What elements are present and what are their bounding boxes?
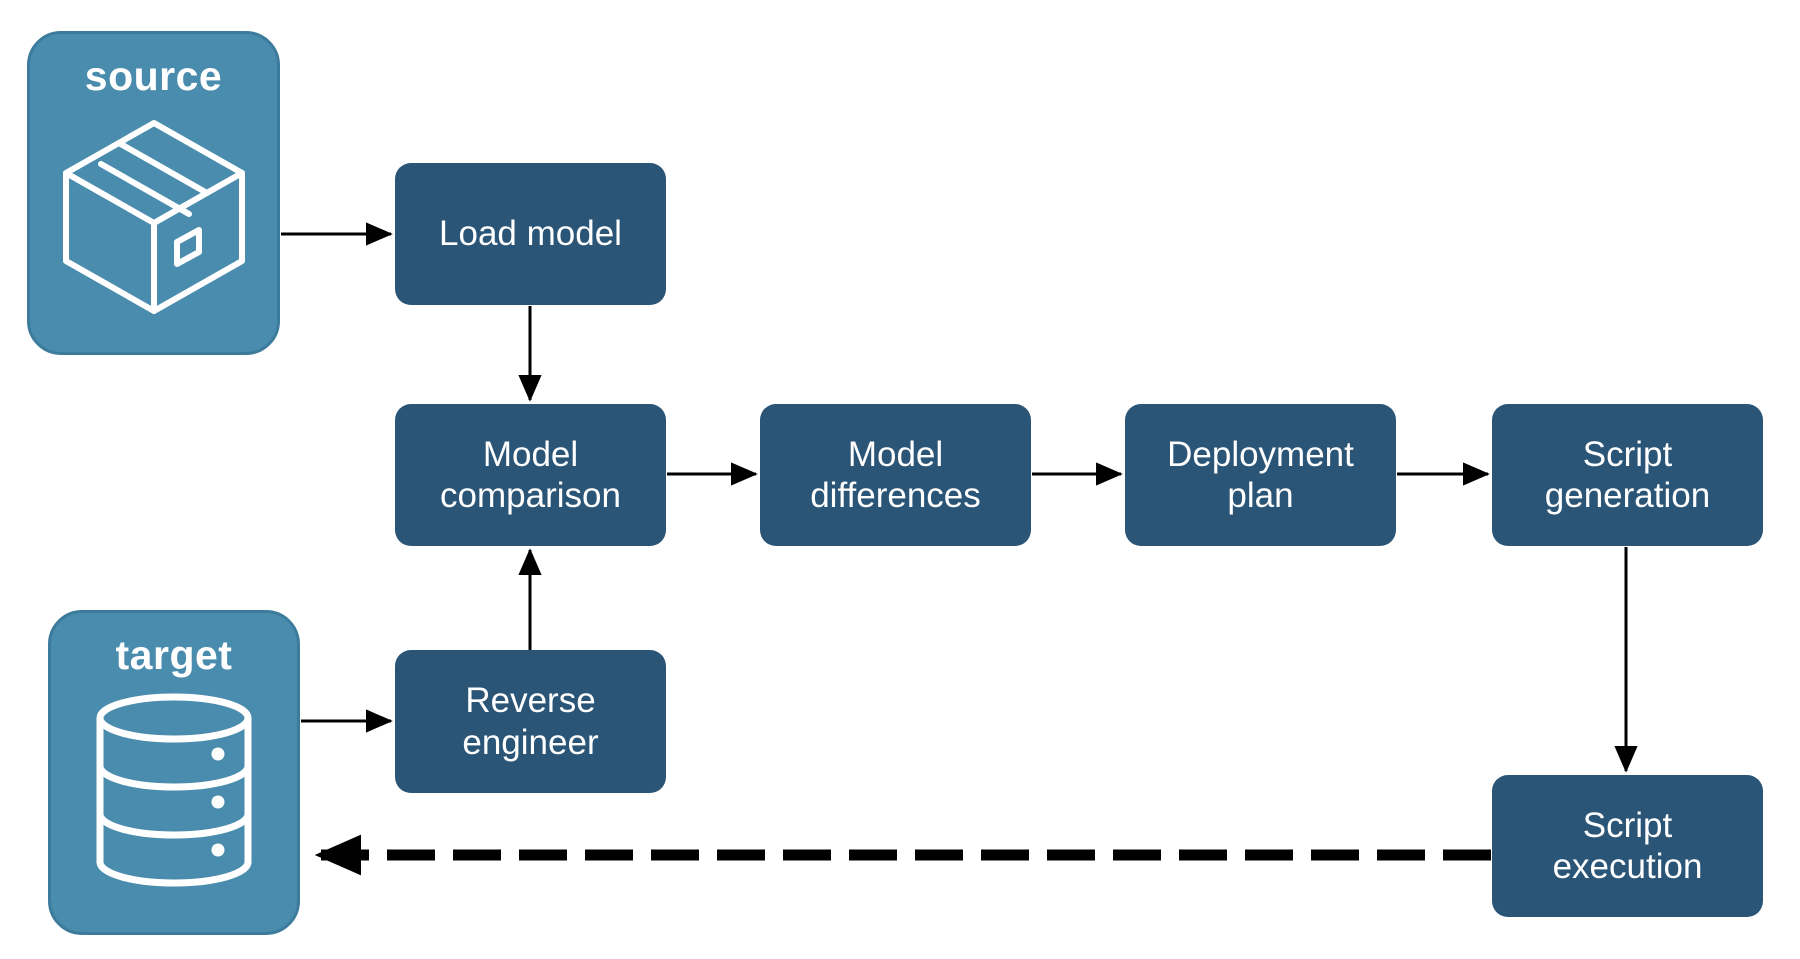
endpoint-label-target: target xyxy=(115,632,233,678)
process-line: Model xyxy=(482,434,579,474)
process-label-script-generation: Script generation xyxy=(1545,434,1710,517)
process-line: Script xyxy=(1582,805,1673,845)
process-node-load-model[interactable]: Load model xyxy=(395,163,666,305)
process-line: Script xyxy=(1582,434,1673,474)
process-node-reverse-engineer[interactable]: Reverse engineer xyxy=(395,650,666,793)
process-line: execution xyxy=(1552,847,1703,886)
process-line: differences xyxy=(810,476,981,515)
process-label-deployment-plan: Deployment plan xyxy=(1167,434,1354,517)
process-label-reverse-engineer: Reverse engineer xyxy=(462,680,598,763)
process-node-script-generation[interactable]: Script generation xyxy=(1492,404,1763,546)
process-line: comparison xyxy=(440,476,621,515)
process-line: Reverse xyxy=(465,681,596,721)
endpoint-node-target[interactable]: target xyxy=(48,610,300,935)
database-cylinder-icon xyxy=(90,692,258,893)
process-line: engineer xyxy=(462,722,599,762)
process-line: Deployment xyxy=(1167,434,1354,474)
process-node-script-execution[interactable]: Script execution xyxy=(1492,775,1763,917)
process-line: plan xyxy=(1227,476,1294,515)
process-label-model-comparison: Model comparison xyxy=(440,434,621,517)
process-line: Load model xyxy=(439,214,622,254)
endpoint-node-source[interactable]: source xyxy=(27,31,280,355)
process-label-script-execution: Script execution xyxy=(1553,805,1703,888)
process-node-model-differences[interactable]: Model differences xyxy=(760,404,1031,546)
process-line: Model xyxy=(847,434,944,474)
process-node-deployment-plan[interactable]: Deployment plan xyxy=(1125,404,1396,546)
process-line: generation xyxy=(1544,476,1711,515)
endpoint-label-source: source xyxy=(84,53,223,99)
process-label-model-differences: Model differences xyxy=(810,434,981,517)
process-node-model-comparison[interactable]: Model comparison xyxy=(395,404,666,546)
process-label-load-model: Load model xyxy=(439,213,622,254)
package-box-icon xyxy=(59,111,249,326)
